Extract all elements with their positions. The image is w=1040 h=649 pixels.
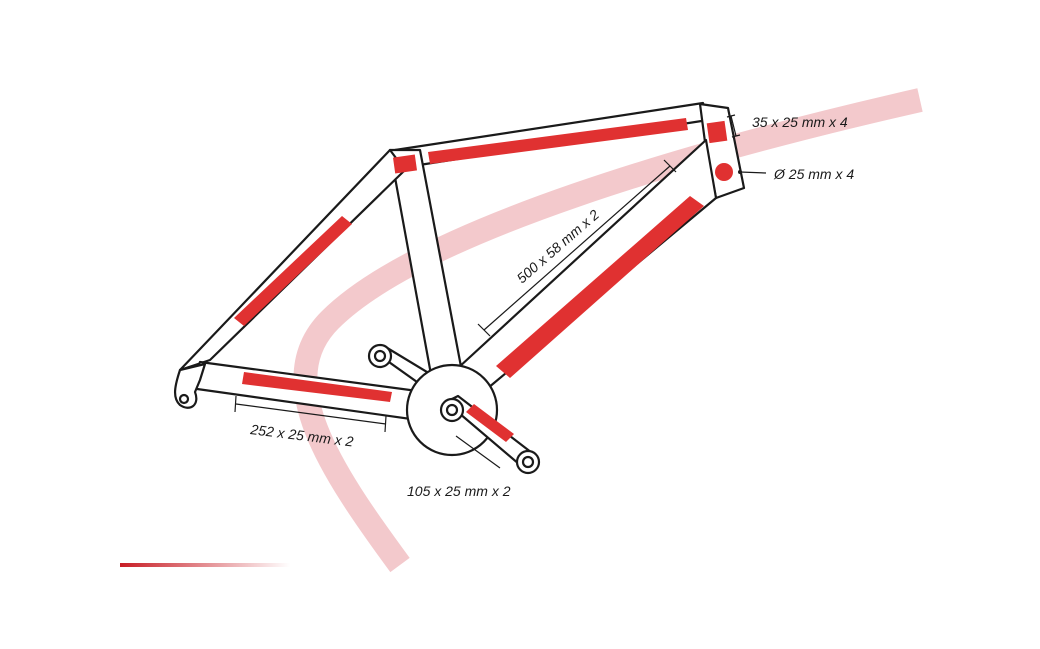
seat-stay <box>178 148 407 372</box>
down-tube-dimension-cap-top <box>663 159 677 173</box>
dot-leader-end <box>738 170 742 174</box>
chainstay-multiplier: x 2 <box>333 431 355 449</box>
head-pad-dimension-cap-top <box>726 114 736 118</box>
chainstay-label: 252 x 25 mm x 2 <box>249 421 355 450</box>
head-tube-pad <box>706 120 728 144</box>
crank-multiplier: x 2 <box>491 483 511 499</box>
head-pad-size: 35 x 25 mm <box>752 114 825 130</box>
down-tube-pad <box>496 196 704 378</box>
head-pad-multiplier: x 4 <box>828 114 848 130</box>
accent-underline <box>120 563 290 567</box>
head-pad-dimension <box>730 115 737 137</box>
down-tube <box>456 138 718 390</box>
down-tube-multiplier: x 2 <box>577 206 603 231</box>
seat-stay-pad <box>234 216 352 326</box>
down-tube-dimension-cap-bottom <box>477 323 491 337</box>
dot-label: Ø 25 mm x 4 <box>773 166 854 182</box>
head-pad-label: 35 x 25 mm x 4 <box>752 114 848 130</box>
crank-label: 105 x 25 mm x 2 <box>407 483 511 499</box>
seat-cluster-pad <box>392 154 418 174</box>
top-tube-pad <box>428 118 688 164</box>
head-tube-dot <box>715 163 733 181</box>
dimension-lines <box>234 114 767 469</box>
dot-leader <box>739 171 767 174</box>
head-pad-dimension-cap-bottom <box>731 134 741 138</box>
protection-pads <box>234 118 733 442</box>
dot-size: Ø 25 mm <box>773 166 832 182</box>
dropout-hole <box>178 393 190 405</box>
chainstay-dimension <box>235 403 387 425</box>
down-tube-dimension <box>483 165 671 331</box>
crank-end-front-hole <box>521 455 535 469</box>
crank-dimension <box>455 435 501 469</box>
crank-size: 105 x 25 mm <box>407 483 488 499</box>
chainstay-dimension-cap-left <box>234 395 237 413</box>
crank-end-rear-hole <box>373 349 387 363</box>
dot-multiplier: x 4 <box>834 166 854 182</box>
chainstay-dimension-cap-right <box>384 415 387 433</box>
crank-spindle-hole <box>445 403 459 417</box>
crank-pad <box>466 404 514 442</box>
chain-stay-pad <box>242 372 392 402</box>
